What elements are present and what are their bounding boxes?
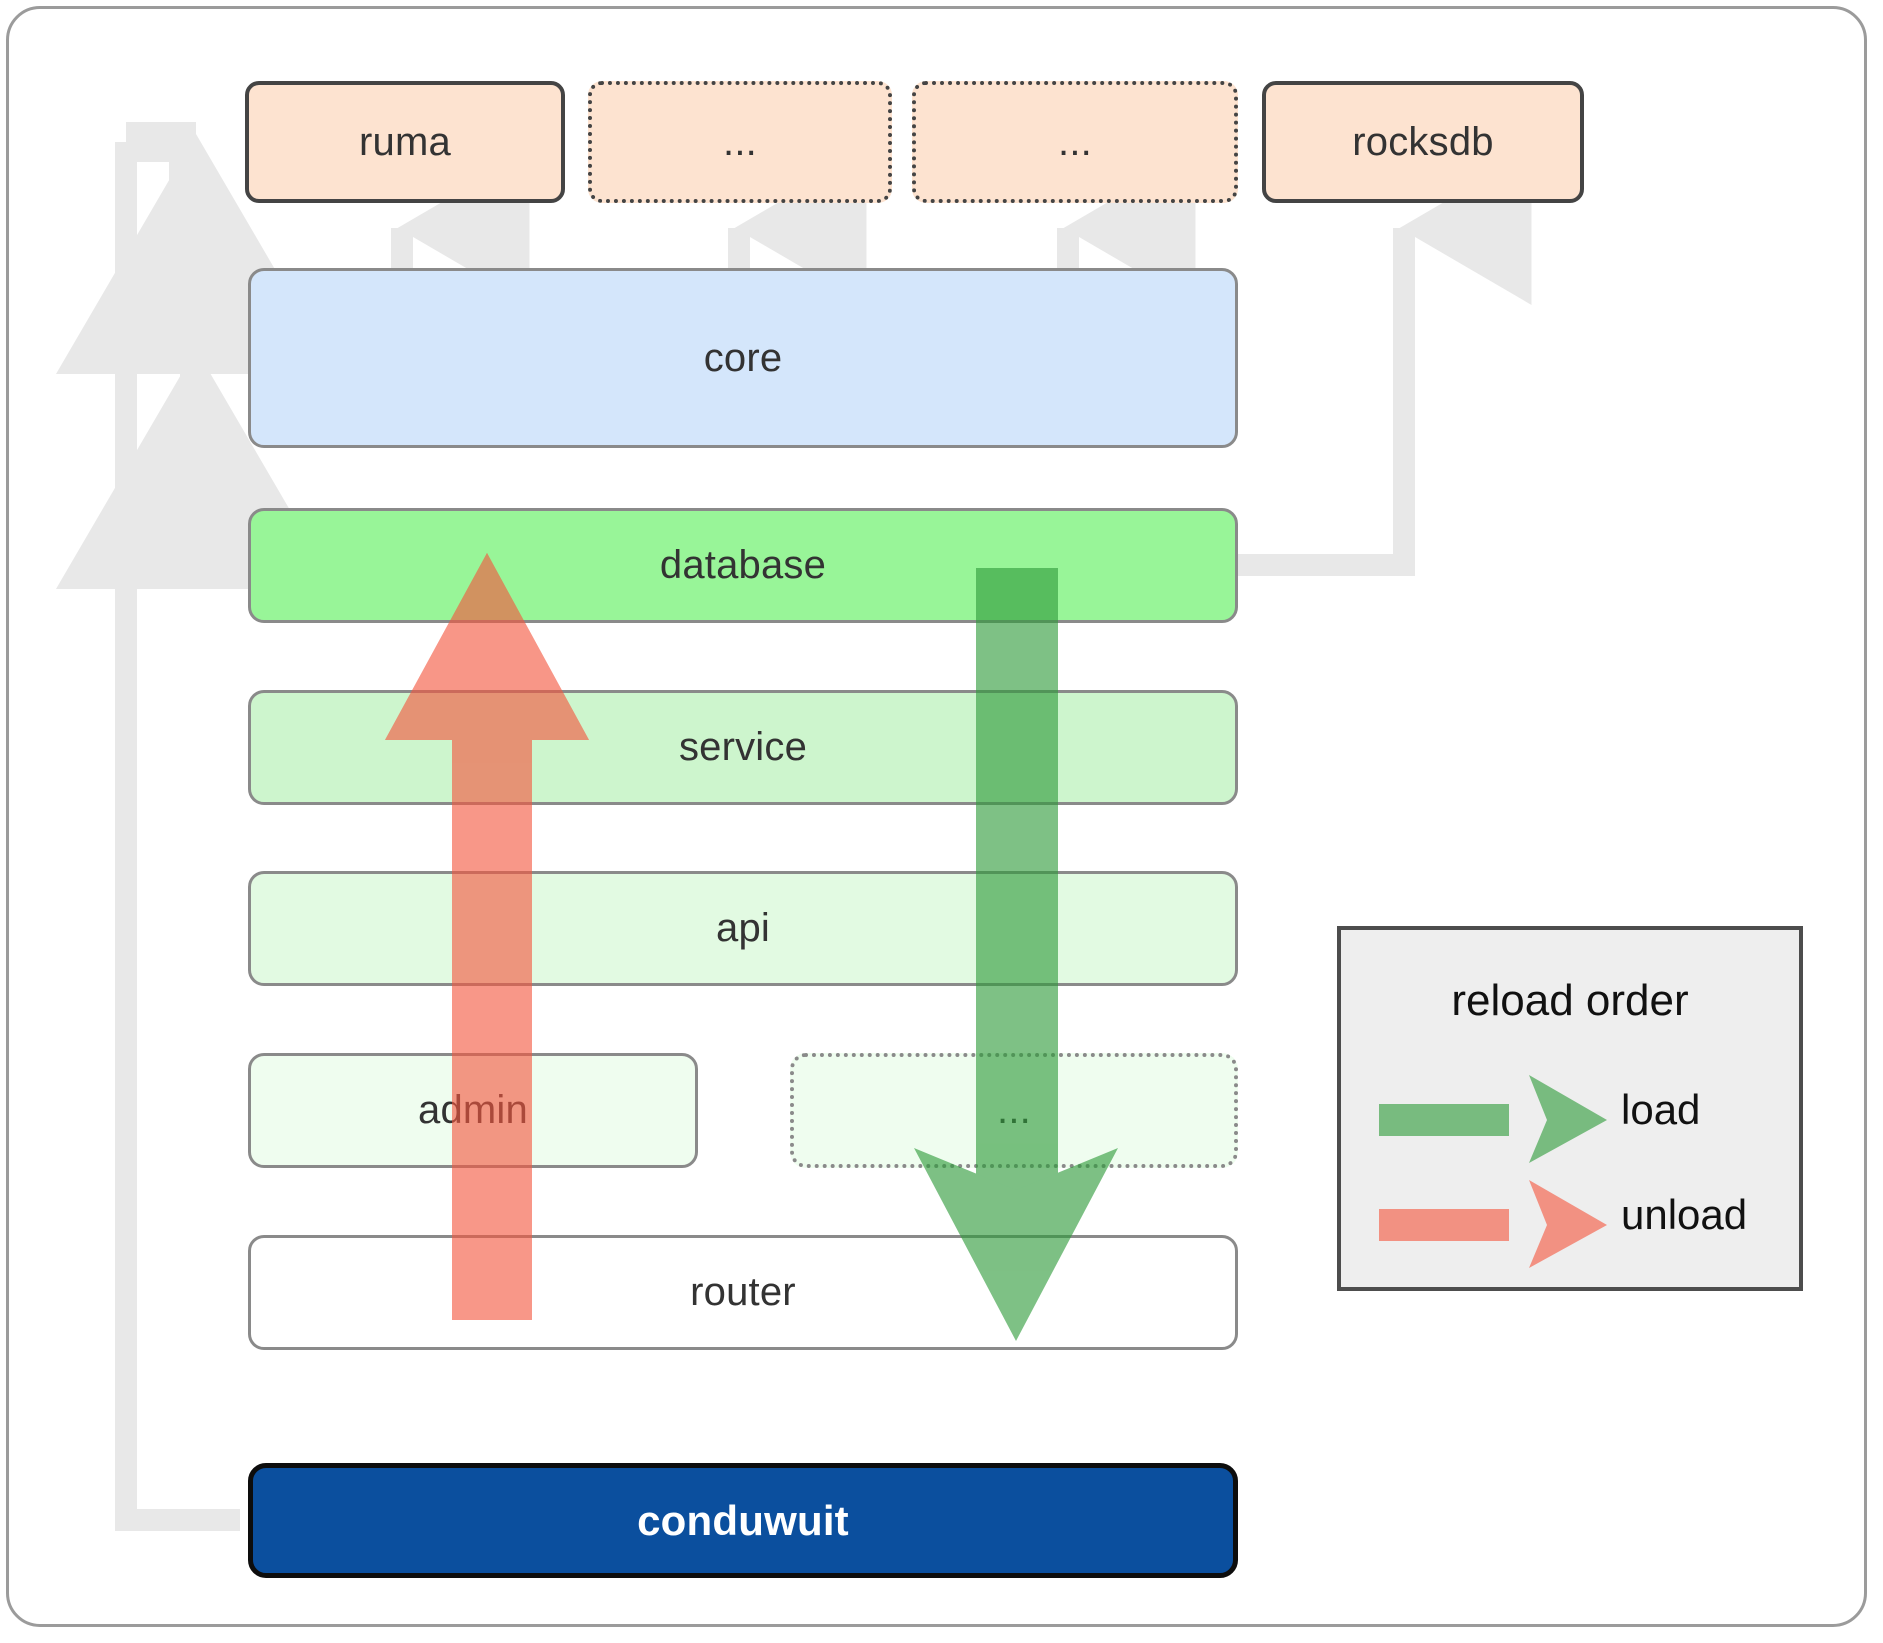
dependency-box-ellipsis-1[interactable]: ... <box>588 81 892 203</box>
dependency-label: rocksdb <box>1352 119 1494 164</box>
legend-title: reload order <box>1451 976 1689 1025</box>
crate-label: ... <box>997 1088 1031 1132</box>
crate-box-core[interactable]: core <box>248 268 1238 448</box>
unload-arrow-icon <box>1379 1180 1607 1268</box>
crate-label: service <box>678 725 808 769</box>
crate-label: conduwuit <box>637 1496 849 1544</box>
legend-label-load: load <box>1621 1086 1701 1133</box>
crate-label: router <box>690 1270 796 1314</box>
dependency-label: ruma <box>359 119 451 164</box>
legend-row-load: load <box>1341 1070 1799 1166</box>
crate-box-api[interactable]: api <box>248 871 1238 986</box>
diagram-frame <box>6 6 1867 1627</box>
legend-row-unload: unload <box>1341 1175 1799 1271</box>
crate-box-conduwuit[interactable]: conduwuit <box>248 1463 1238 1578</box>
legend-panel: reload order load unload <box>1337 926 1803 1291</box>
dependency-box-ruma[interactable]: ruma <box>245 81 565 203</box>
crate-box-router[interactable]: router <box>248 1235 1238 1350</box>
dependency-box-rocksdb[interactable]: rocksdb <box>1262 81 1584 203</box>
crate-label: admin <box>418 1088 528 1132</box>
dependency-label: ... <box>723 119 757 164</box>
dependency-label: ... <box>1058 119 1092 164</box>
crate-box-service[interactable]: service <box>248 690 1238 805</box>
crate-box-database[interactable]: database <box>248 508 1238 623</box>
load-arrow-icon <box>1379 1075 1607 1163</box>
crate-label: core <box>703 335 783 380</box>
crate-box-admin[interactable]: admin <box>248 1053 698 1168</box>
dependency-box-ellipsis-2[interactable]: ... <box>912 81 1238 203</box>
crate-box-ellipsis[interactable]: ... <box>790 1053 1238 1168</box>
legend-label-unload: unload <box>1621 1191 1748 1238</box>
crate-label: api <box>716 906 770 950</box>
crate-label: database <box>659 543 827 587</box>
